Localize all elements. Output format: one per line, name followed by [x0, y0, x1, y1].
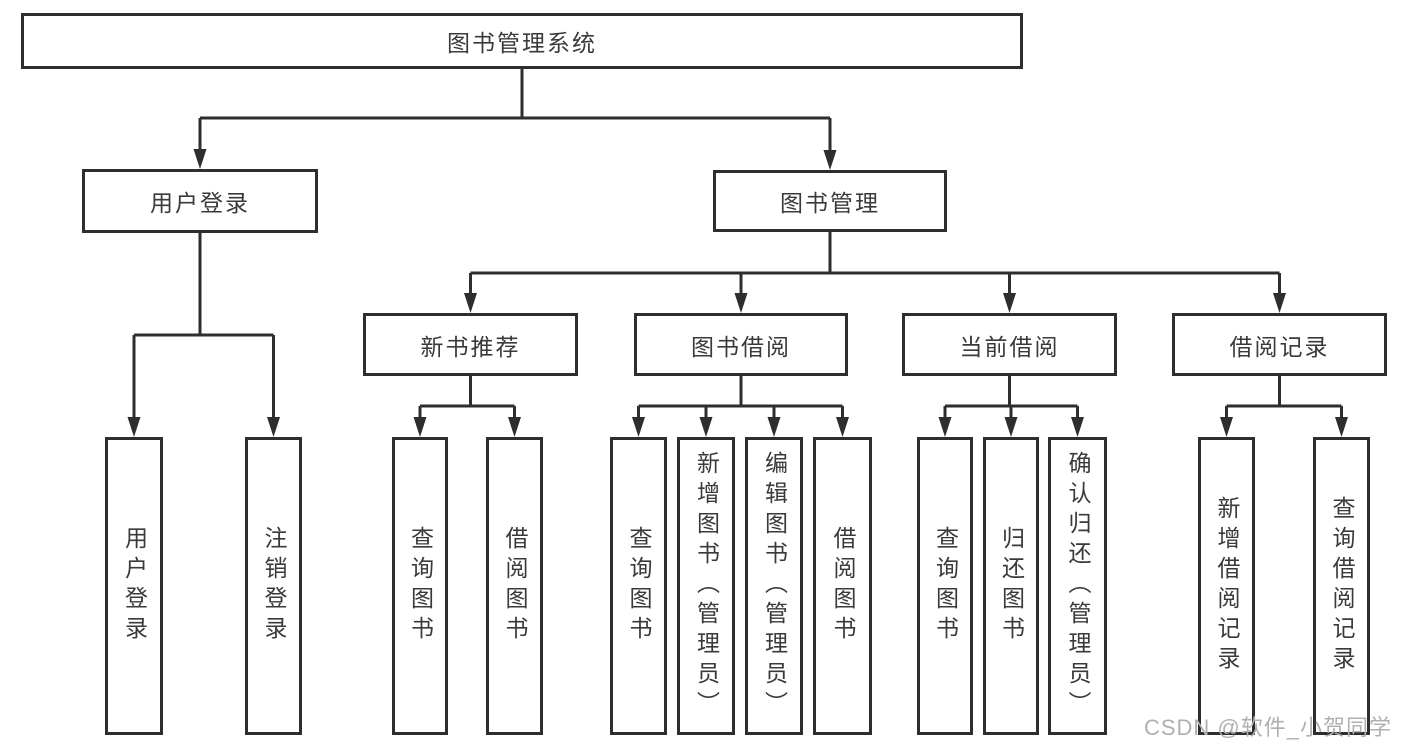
arrowhead-icon: [632, 417, 645, 437]
arrowhead-icon: [413, 417, 427, 437]
arrowhead-icon: [1004, 417, 1018, 437]
node-book-management: 图书管理: [713, 170, 947, 232]
watermark: CSDN @软件_小贺同学: [1143, 715, 1392, 740]
arrowhead-icon: [1273, 293, 1286, 313]
node-label: 查询借阅记录: [1329, 496, 1355, 676]
node-leaf-query-books-2: 查询图书: [610, 437, 667, 735]
node-leaf-borrow-books-2: 借阅图书: [813, 437, 872, 735]
node-label: 新增图书（管理员）: [693, 451, 720, 721]
arrowhead-icon: [767, 417, 781, 437]
arrowhead-icon: [1220, 417, 1233, 437]
node-leaf-query-borrow-record: 查询借阅记录: [1313, 437, 1370, 735]
node-label: 新书推荐: [420, 333, 521, 360]
node-label: 查询图书: [626, 526, 652, 646]
arrowhead-icon: [127, 417, 141, 437]
arrowhead-icon: [938, 417, 952, 437]
arrowhead-icon: [267, 417, 280, 437]
node-leaf-return-books: 归还图书: [983, 437, 1039, 735]
arrowhead-icon: [836, 417, 849, 437]
arrowhead-icon: [508, 417, 521, 437]
node-label: 借阅图书: [502, 526, 528, 646]
node-leaf-user-login: 用户登录: [105, 437, 163, 735]
node-label: 确认归还（管理员）: [1065, 451, 1091, 721]
node-leaf-confirm-return-admin: 确认归还（管理员）: [1048, 437, 1107, 735]
node-label: 用户登录: [121, 526, 148, 646]
arrowhead-icon: [1003, 293, 1016, 313]
arrowhead-icon: [1335, 417, 1348, 437]
node-label: 新增借阅记录: [1214, 496, 1240, 676]
node-label: 用户登录: [150, 190, 250, 216]
node-new-book-recommend: 新书推荐: [363, 313, 578, 376]
node-leaf-add-books-admin: 新增图书（管理员）: [677, 437, 735, 735]
arrowhead-icon: [823, 150, 837, 170]
node-label: 注销登录: [261, 526, 287, 646]
arrowhead-icon: [193, 149, 207, 169]
node-label: 查询图书: [932, 526, 959, 646]
node-leaf-borrow-books-1: 借阅图书: [486, 437, 543, 735]
node-label: 归还图书: [998, 526, 1025, 646]
arrowhead-icon: [699, 417, 713, 437]
arrowhead-icon: [1071, 417, 1084, 437]
node-leaf-logout: 注销登录: [245, 437, 302, 735]
node-borrowing-records: 借阅记录: [1172, 313, 1387, 376]
node-label: 查询图书: [407, 526, 434, 646]
node-leaf-edit-books-admin: 编辑图书（管理员）: [745, 437, 803, 735]
node-label: 图书管理: [780, 190, 880, 216]
node-leaf-query-books-1: 查询图书: [392, 437, 448, 735]
node-user-login: 用户登录: [82, 169, 318, 233]
node-label: 图书借阅: [691, 333, 791, 360]
node-label: 图书管理系统: [447, 30, 597, 56]
node-label: 借阅图书: [830, 526, 856, 646]
node-book-borrowing: 图书借阅: [634, 313, 848, 376]
arrowhead-icon: [734, 293, 748, 313]
node-current-borrowing: 当前借阅: [902, 313, 1117, 376]
node-label: 编辑图书（管理员）: [761, 451, 788, 721]
node-leaf-add-borrow-record: 新增借阅记录: [1198, 437, 1255, 735]
arrowhead-icon: [464, 293, 477, 313]
node-root: 图书管理系统: [21, 13, 1023, 69]
node-leaf-query-books-3: 查询图书: [917, 437, 973, 735]
node-label: 借阅记录: [1229, 333, 1330, 360]
node-label: 当前借阅: [959, 333, 1060, 360]
